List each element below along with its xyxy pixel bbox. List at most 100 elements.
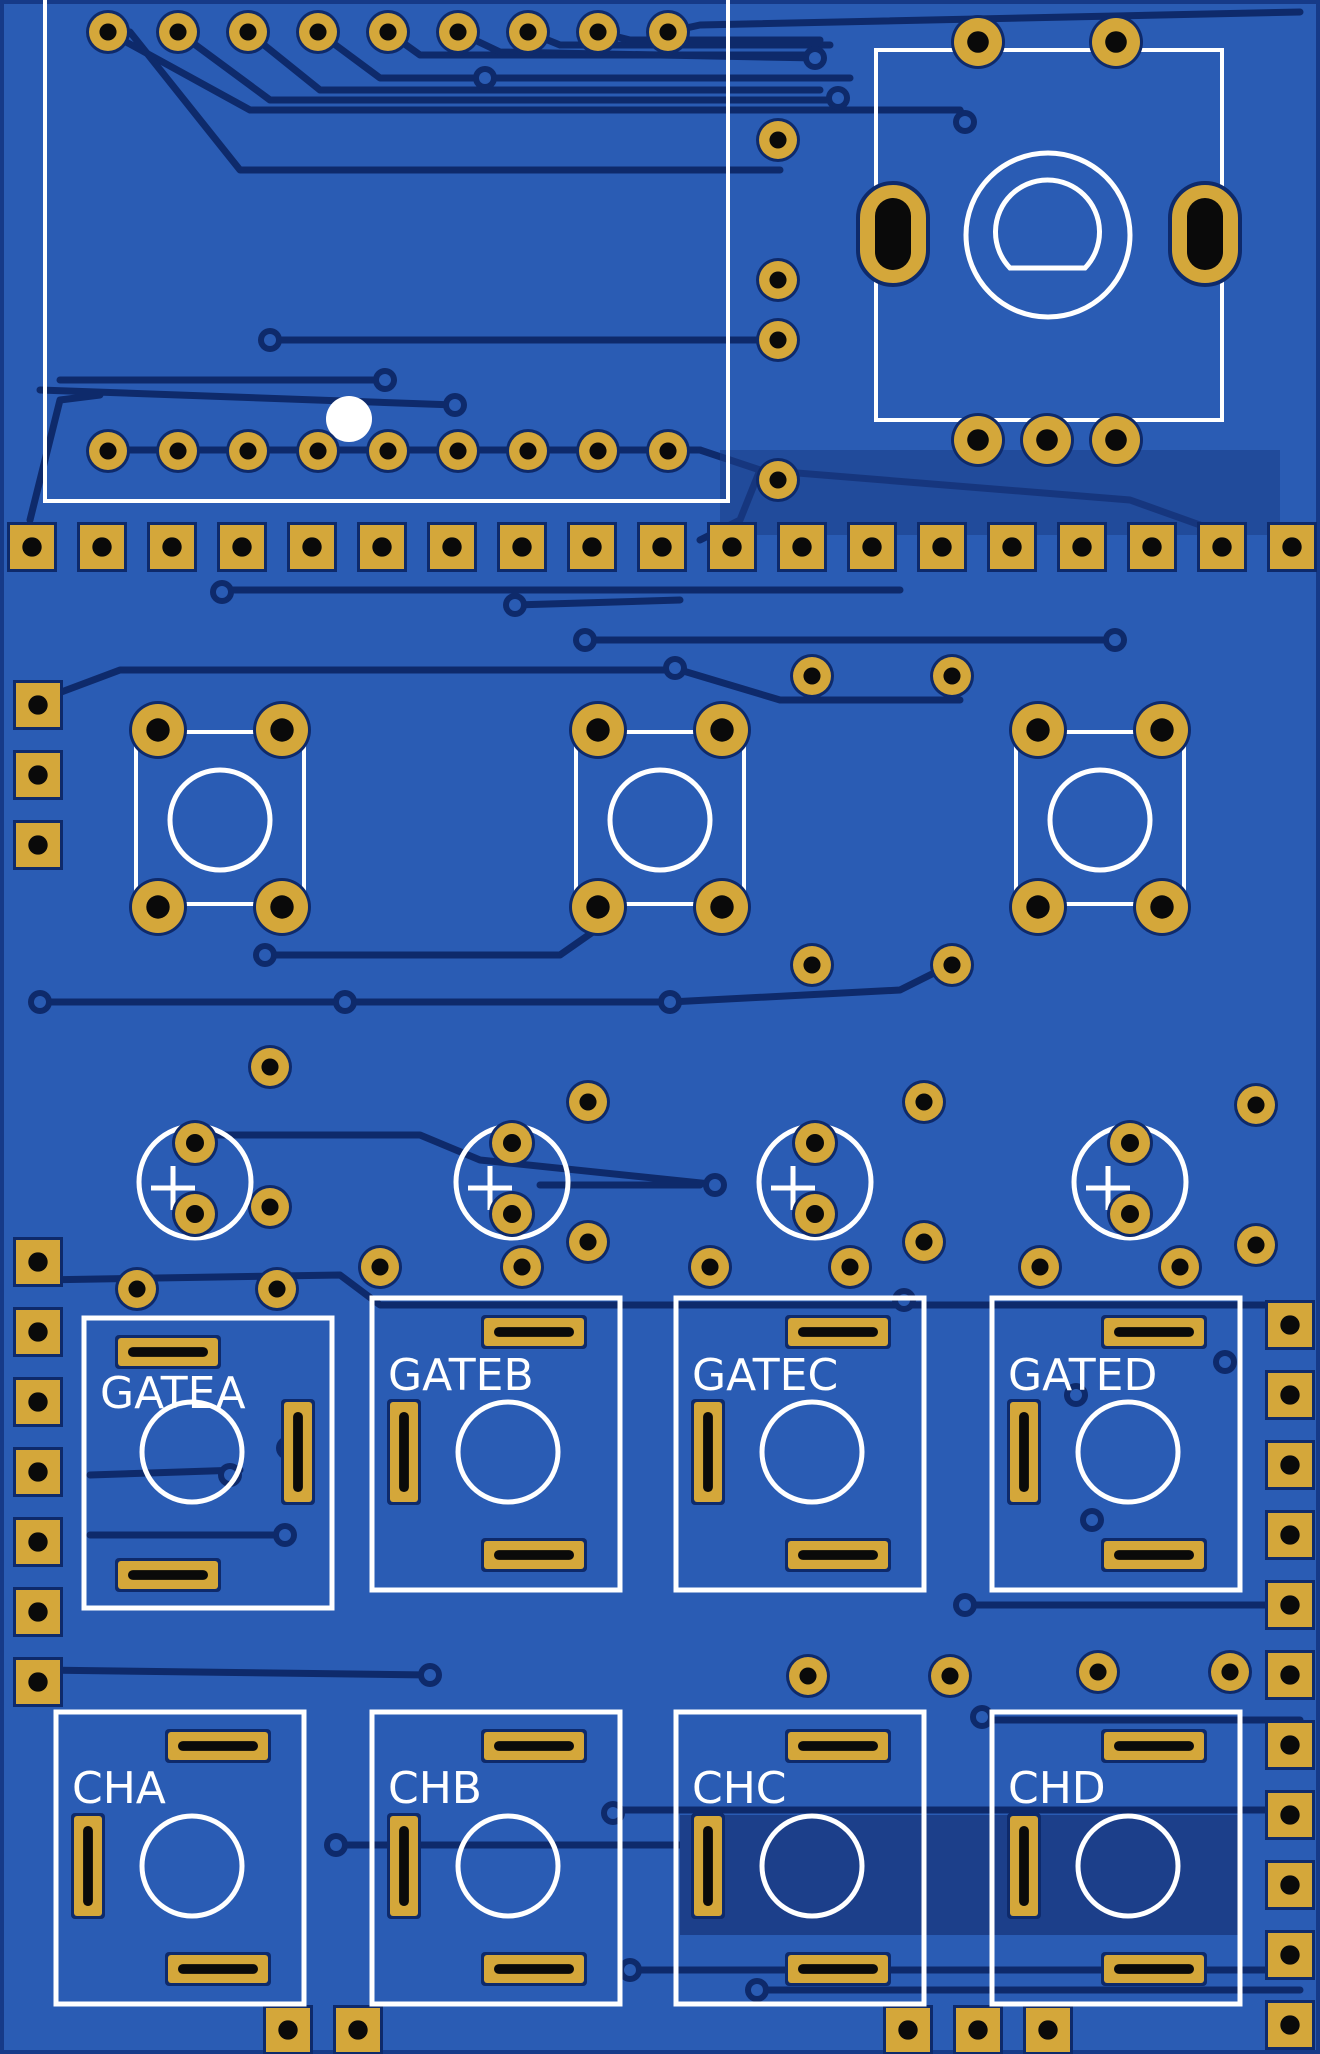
via-hole [424,1669,436,1681]
component-pad-hole [1247,1096,1265,1114]
label-cha: CHA [72,1763,166,1814]
jack-pin-hole [399,1412,409,1492]
jack-pin-hole [798,1741,878,1751]
led-pin-hole [186,1205,204,1223]
via-hole [751,1984,763,1996]
via-hole [959,116,971,128]
jack-pin-hole [128,1347,208,1357]
mono-jack-icon [53,1709,307,2007]
led-pin-hole [806,1134,824,1152]
component-pad-hole [915,1093,933,1111]
component-pad-hole [943,667,961,685]
jack-pin-hole [798,1327,878,1337]
edge-pad-hole [1280,1735,1300,1755]
encoder-pin-hole [1105,31,1127,53]
edge-pad-hole [278,2020,298,2040]
edge-pad-hole [1280,1315,1300,1335]
via-hole [379,374,391,386]
via-hole [1086,1514,1098,1526]
header-pin-hole [442,537,462,557]
component-pad-hole [1221,1663,1239,1681]
header-pin-hole [1282,537,1302,557]
component-pad-hole [513,1258,531,1276]
via-hole [579,634,591,646]
component-pad-hole [1031,1258,1049,1276]
edge-pad-hole [968,2020,988,2040]
via-hole [34,996,46,1008]
module-pad-hole [769,131,787,149]
module-pin-hole [99,23,117,41]
encoder-pin-hole [1036,429,1058,451]
header-pin-hole [582,537,602,557]
header-pin-hole [1002,537,1022,557]
module-pins [86,10,800,502]
button-pin-hole [1150,895,1174,919]
led-plus-icon [1071,1120,1189,1241]
via-hole [1109,634,1121,646]
encoder-pin-hole [967,31,989,53]
component-pad-hole [1171,1258,1189,1276]
via-hole [664,996,676,1008]
component-pad-hole [799,1667,817,1685]
via-hole [607,1807,619,1819]
button-pin-hole [146,895,170,919]
jack-pin-hole [1114,1327,1194,1337]
edge-pad-hole [28,1252,48,1272]
module-pin-hole [379,23,397,41]
edge-pad-hole [28,1602,48,1622]
edge-pad-hole [1280,1525,1300,1545]
header-pin-hole [162,537,182,557]
component-pad-hole [915,1233,933,1251]
jack-pin-hole [83,1826,93,1906]
led-pin-hole [806,1205,824,1223]
encoder-pins [951,15,1143,467]
leds [136,1120,1189,1241]
jack-pin-hole [494,1550,574,1560]
via-hole [279,1529,291,1541]
module-pin-hole [449,23,467,41]
rotary-encoder-icon [856,48,1242,422]
jack-pin-hole [293,1412,303,1492]
encoder-pin-hole [967,429,989,451]
module-pin-hole [99,442,117,460]
label-gated: GATED [1008,1350,1157,1401]
header-pin-hole [22,537,42,557]
edge-pad-hole [1280,1595,1300,1615]
module-pin-hole [239,23,257,41]
edge-pad-hole [1038,2020,1058,2040]
via-hole [330,1839,342,1851]
edge-pad-hole [1280,2015,1300,2035]
jack-pin-hole [703,1826,713,1906]
led-pin-hole [1121,1134,1139,1152]
mono-jack-icon [989,1709,1243,2007]
button-pin-hole [710,718,734,742]
module-pin-hole [379,442,397,460]
via-hole [669,662,681,674]
mono-jack-icon [369,1709,623,2007]
via-hole [1219,1356,1231,1368]
jack-pin-hole [798,1964,878,1974]
header-pin-hole [232,537,252,557]
mono-jack-icon [81,1315,335,1611]
edge-pad-hole [28,695,48,715]
edge-pad-hole [898,2020,918,2040]
button-pin-hole [270,718,294,742]
via-hole [216,586,228,598]
edge-pad-hole [28,1672,48,1692]
module-pin-hole [309,442,327,460]
jack-pin-hole [703,1412,713,1492]
header-pin-hole [932,537,952,557]
via-hole [339,996,351,1008]
led-pin-hole [1121,1205,1139,1223]
edge-pad-hole [1280,1665,1300,1685]
edge-pad-hole [1280,1385,1300,1405]
module-pin-hole [169,23,187,41]
jack-pin-hole [178,1741,258,1751]
edge-pad-hole [28,1462,48,1482]
jack-pin-hole [128,1570,208,1580]
jack-pin-hole [1019,1826,1029,1906]
jack-pin-hole [399,1826,409,1906]
label-gateb: GATEB [388,1350,534,1401]
encoder-pin-hole [1105,429,1127,451]
mono-jack-icon [369,1295,623,1593]
